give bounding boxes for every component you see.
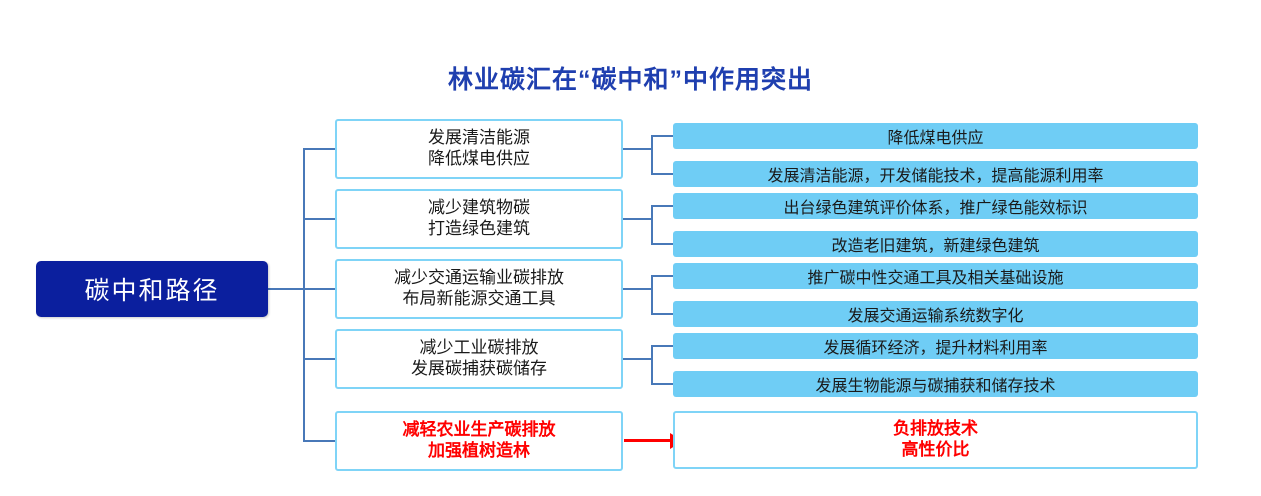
mid-node-5-highlight[interactable]: 减轻农业生产碳排放 加强植树造林	[335, 411, 623, 471]
mid-node-4[interactable]: 减少工业碳排放 发展碳捕获碳储存	[335, 329, 623, 389]
mid-node-4-line1: 减少工业碳排放	[419, 338, 539, 358]
connector-mid-4-out	[623, 358, 653, 360]
mid-node-2-line1: 减少建筑物碳	[428, 198, 530, 218]
leaf-bar-2-2[interactable]: 改造老旧建筑，新建绿色建筑	[673, 231, 1198, 257]
leaf-box-5-line2: 高性价比	[901, 440, 970, 459]
connector-root-stub	[268, 288, 304, 290]
connector-branch-stub-5	[303, 440, 336, 442]
connector-fork-1	[651, 135, 653, 175]
leaf-bar-4-2[interactable]: 发展生物能源与碳捕获和储存技术	[673, 371, 1198, 397]
mid-node-2-line2: 打造绿色建筑	[428, 219, 530, 238]
page-title: 林业碳汇在“碳中和”中作用突出	[447, 66, 813, 94]
mid-node-5-line1: 减轻农业生产碳排放	[402, 420, 556, 440]
leaf-box-5-highlight[interactable]: 负排放技术 高性价比	[673, 411, 1198, 469]
leaf-bar-1-2[interactable]: 发展清洁能源，开发储能技术，提高能源利用率	[673, 161, 1198, 187]
connector-branch-stub-2	[303, 218, 336, 220]
leaf-bar-3-2[interactable]: 发展交通运输系统数字化	[673, 301, 1198, 327]
connector-fork-2	[651, 205, 653, 245]
connector-branch-stub-1	[303, 148, 336, 150]
mid-node-3-line2: 布局新能源交通工具	[402, 289, 556, 308]
leaf-bar-1-1[interactable]: 降低煤电供应	[673, 123, 1198, 149]
connector-leaf-4-2	[651, 383, 675, 385]
connector-highlight-arrow-line	[624, 439, 676, 442]
connector-leaf-2-1	[651, 205, 675, 207]
mid-node-4-line2: 发展碳捕获碳储存	[411, 359, 547, 378]
connector-leaf-2-2	[651, 243, 675, 245]
connector-leaf-1-2	[651, 173, 675, 175]
connector-leaf-3-2	[651, 313, 675, 315]
mid-node-1-line2: 降低煤电供应	[428, 149, 530, 168]
leaf-bar-2-1[interactable]: 出台绿色建筑评价体系，推广绿色能效标识	[673, 193, 1198, 219]
mid-node-5-line2: 加强植树造林	[428, 441, 530, 460]
connector-leaf-4-1	[651, 345, 675, 347]
connector-root-trunk	[303, 148, 305, 441]
connector-branch-stub-3	[303, 288, 336, 290]
mid-node-3[interactable]: 减少交通运输业碳排放 布局新能源交通工具	[335, 259, 623, 319]
leaf-bar-4-1[interactable]: 发展循环经济，提升材料利用率	[673, 333, 1198, 359]
leaf-bar-3-1[interactable]: 推广碳中性交通工具及相关基础设施	[673, 263, 1198, 289]
mid-node-1[interactable]: 发展清洁能源 降低煤电供应	[335, 119, 623, 179]
mid-node-1-line1: 发展清洁能源	[428, 128, 530, 148]
root-node[interactable]: 碳中和路径	[36, 261, 268, 317]
connector-fork-4	[651, 345, 653, 385]
connector-mid-2-out	[623, 218, 653, 220]
connector-leaf-1-1	[651, 135, 675, 137]
leaf-box-5-line1: 负排放技术	[893, 419, 978, 439]
connector-leaf-3-1	[651, 275, 675, 277]
mid-node-2[interactable]: 减少建筑物碳 打造绿色建筑	[335, 189, 623, 249]
connector-fork-3	[651, 275, 653, 315]
connector-branch-stub-4	[303, 358, 336, 360]
mid-node-3-line1: 减少交通运输业碳排放	[394, 268, 564, 288]
connector-mid-3-out	[623, 288, 653, 290]
connector-mid-1-out	[623, 148, 653, 150]
